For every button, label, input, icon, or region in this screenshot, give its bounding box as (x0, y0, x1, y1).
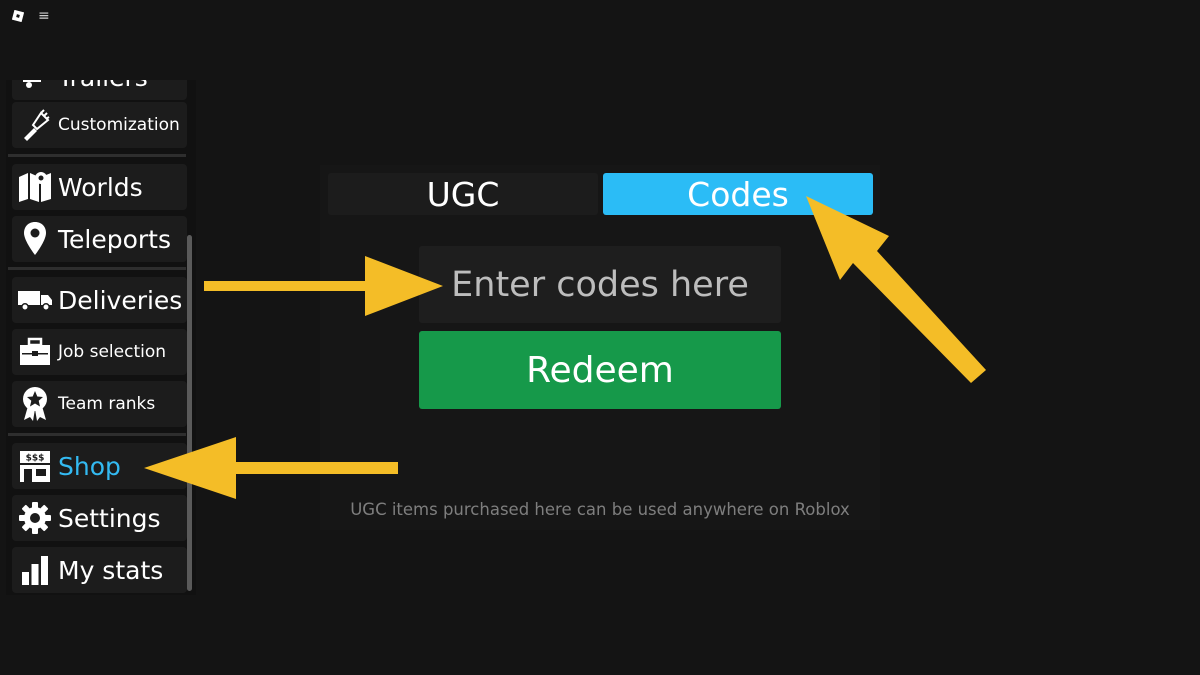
redeem-button[interactable]: Redeem (419, 331, 781, 409)
location-pin-icon (12, 216, 58, 262)
bar-chart-icon (12, 547, 58, 593)
sidebar-item-deliveries[interactable]: Deliveries (12, 277, 187, 323)
sidebar-item-customization[interactable]: Customization (12, 102, 187, 148)
sidebar-item-label: Shop (58, 451, 121, 481)
sidebar-scrollbar[interactable] (187, 235, 192, 591)
sidebar-item-label: Job selection (58, 342, 167, 362)
sidebar-item-label: Team ranks (58, 394, 156, 414)
sidebar: Trailers Customization Worlds (6, 80, 196, 595)
sidebar-divider (8, 433, 186, 436)
briefcase-icon (12, 329, 58, 375)
sidebar-item-label: Deliveries (58, 285, 183, 315)
award-ribbon-icon (12, 381, 58, 427)
sidebar-item-settings[interactable]: Settings (12, 495, 187, 541)
sidebar-item-job-selection[interactable]: Job selection (12, 329, 187, 375)
sidebar-item-label: Trailers (58, 80, 148, 92)
tab-codes[interactable]: Codes (603, 173, 873, 215)
sidebar-item-label: Worlds (58, 172, 143, 202)
truck-icon (12, 277, 58, 323)
sidebar-divider (8, 154, 186, 157)
map-icon (12, 164, 58, 210)
sidebar-item-shop[interactable]: $$$ Shop (12, 443, 187, 489)
ugc-note: UGC items purchased here can be used any… (350, 500, 850, 519)
tab-ugc[interactable]: UGC (328, 173, 598, 215)
sidebar-item-label: Teleports (58, 224, 172, 254)
top-bar: ≡ (0, 0, 1200, 34)
sidebar-item-label: Customization (58, 115, 180, 135)
storefront-icon: $$$ (12, 443, 58, 489)
roblox-logo-icon[interactable] (12, 10, 24, 22)
svg-text:$$$: $$$ (26, 454, 45, 464)
paintbrush-icon (12, 102, 58, 148)
sidebar-item-team-ranks[interactable]: Team ranks (12, 381, 187, 427)
sidebar-item-trailers[interactable]: Trailers (12, 80, 187, 100)
sidebar-divider (8, 267, 186, 270)
gear-icon (12, 495, 58, 541)
sidebar-item-label: My stats (58, 555, 164, 585)
sidebar-item-worlds[interactable]: Worlds (12, 164, 187, 210)
trailer-icon (12, 80, 58, 100)
hamburger-menu-icon[interactable]: ≡ (38, 8, 50, 24)
sidebar-item-label: Settings (58, 503, 161, 533)
sidebar-item-teleports[interactable]: Teleports (12, 216, 187, 262)
code-input[interactable] (419, 246, 781, 323)
sidebar-item-my-stats[interactable]: My stats (12, 547, 187, 593)
